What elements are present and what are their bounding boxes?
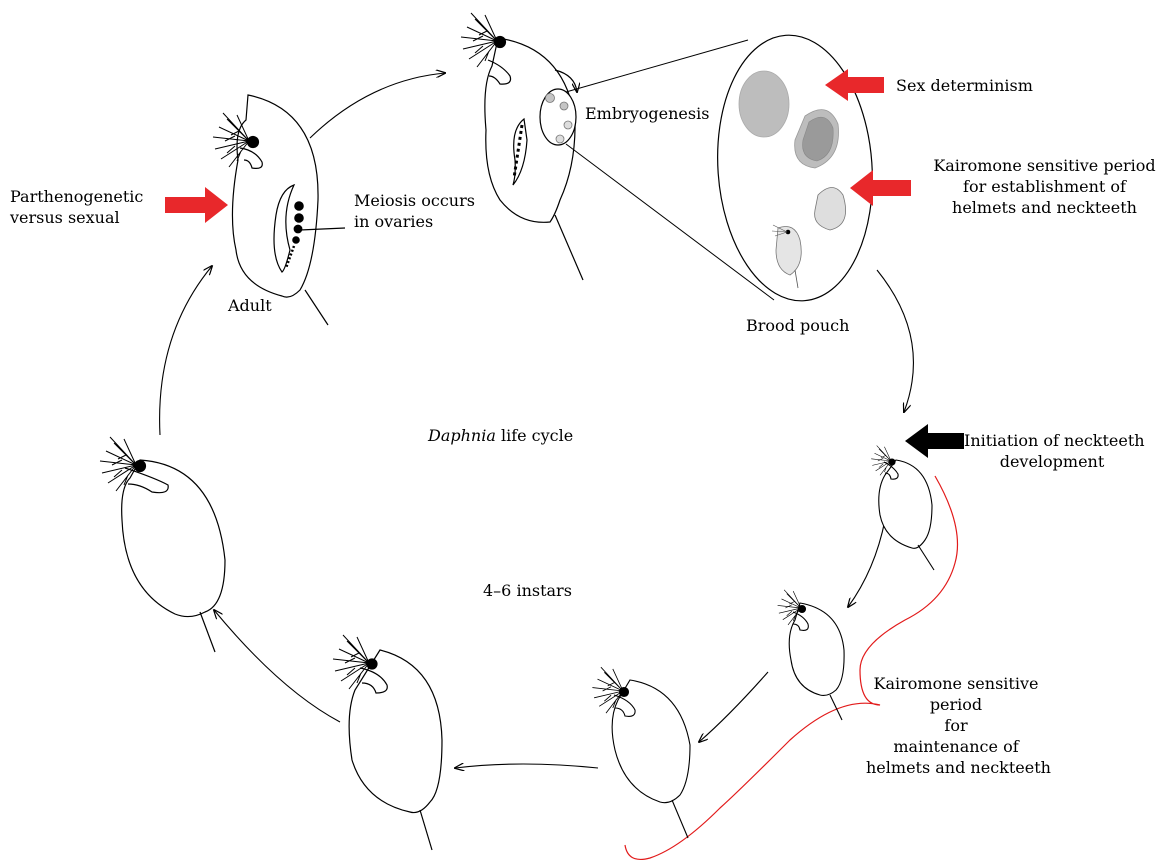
juvenile-daphnia-5 — [100, 437, 225, 652]
juvenile-daphnia-3 — [592, 667, 690, 838]
arrow-juvenile5-to-adult — [160, 266, 212, 435]
label-parthenogenetic: Parthenogenetic versus sexual — [10, 186, 143, 228]
label-meiosis: Meiosis occurs in ovaries — [354, 190, 475, 232]
label-kairomone-maintenance: Kairomone sensitive period for maintenan… — [866, 673, 1046, 778]
label-adult: Adult — [228, 295, 272, 316]
juvenile-daphnia-4 — [333, 635, 442, 850]
embryo-stage-daphnia — [461, 13, 583, 280]
arrow-pouch-to-juvenile — [877, 270, 913, 412]
label-daphnia-life-cycle: Daphnia life cycle — [428, 425, 573, 446]
black-arrow-initiation — [905, 424, 964, 458]
zoom-line-top — [566, 40, 748, 92]
juvenile-daphnia-1 — [871, 446, 934, 570]
title-italic: Daphnia — [428, 426, 496, 445]
label-sex-determinism: Sex determinism — [896, 75, 1033, 96]
juvenile-daphnia-2 — [778, 590, 845, 720]
label-kairomone-establishment: Kairomone sensitive period for establish… — [932, 155, 1157, 218]
red-arrow-parthenogenetic — [165, 187, 228, 223]
arrow-juvenile2-to-3 — [699, 672, 768, 742]
label-initiation-neckteeth: Initiation of neckteeth development — [964, 430, 1140, 472]
label-brood-pouch: Brood pouch — [746, 315, 849, 336]
arrow-juvenile1-to-2 — [848, 520, 885, 607]
arrow-adult-to-embryo — [310, 73, 445, 138]
title-rest: life cycle — [496, 426, 573, 445]
label-instars: 4–6 instars — [483, 580, 572, 601]
arrow-juvenile3-to-4 — [455, 764, 598, 768]
brood-pouch-magnified — [709, 30, 881, 306]
adult-daphnia — [213, 95, 345, 325]
arrow-juvenile4-to-5 — [214, 610, 340, 722]
label-embryogenesis: Embryogenesis — [585, 103, 709, 124]
